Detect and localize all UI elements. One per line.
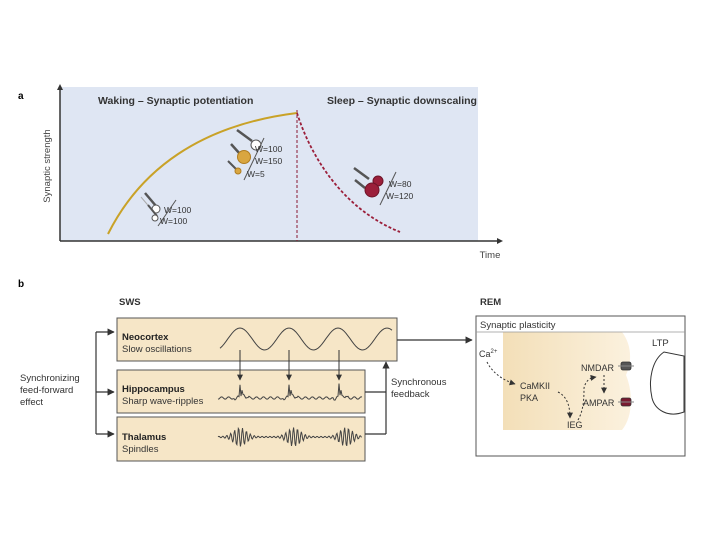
waking-curve (107, 112, 298, 235)
postsynaptic-region (503, 332, 631, 430)
weight-peak-2: W=150 (255, 156, 282, 166)
sync-ff-line1: Synchronizing (20, 373, 80, 384)
sync-ff-line3: effect (20, 397, 43, 408)
sync-fb-line2: feedback (391, 389, 430, 400)
spindle-trace (217, 426, 362, 447)
weight-peak-1: W=100 (255, 144, 282, 154)
ieg-to-nmdar-arrow (577, 374, 597, 421)
panel-a-label: a (18, 91, 24, 102)
thalamus-box: Thalamus Spindles (116, 416, 366, 462)
sharp-wave-ripple-trace (217, 383, 363, 401)
synapses-peak: W=100 W=150 W=5 (227, 128, 282, 181)
plot-background (60, 87, 478, 241)
ca-to-camkii-arrow (486, 361, 516, 386)
camkii-label: CaMKII (520, 381, 550, 391)
panel-b-label: b (18, 279, 24, 290)
slow-oscillation-wave (219, 327, 393, 351)
panel-a-plot: Waking – Synaptic potentiation Sleep – S… (42, 84, 503, 261)
presynaptic-terminal (650, 351, 685, 415)
synapses-early: W=100 W=100 (140, 192, 191, 227)
synapses-sleep: W=80 W=120 (353, 166, 413, 206)
waking-title: Waking – Synaptic potentiation (98, 95, 253, 107)
weight-early-1: W=100 (164, 205, 191, 215)
sleep-title: Sleep – Synaptic downscaling (327, 95, 477, 107)
synchronous-feedback-bracket (365, 361, 390, 435)
hippocampus-box: Hippocampus Sharp wave-ripples (116, 369, 366, 414)
thalamus-desc: Spindles (122, 444, 159, 455)
sleep-curve (296, 112, 401, 233)
rem-box: Synaptic plasticity LTP Ca2+ CaMKII PKA … (475, 315, 686, 457)
nmdar-receptor (618, 361, 634, 371)
weight-sleep-2: W=120 (386, 191, 413, 201)
hippocampus-desc: Sharp wave-ripples (122, 396, 204, 407)
neocortex-box: Neocortex Slow oscillations (116, 317, 398, 362)
weight-peak-3: W=5 (247, 169, 265, 179)
pka-label: PKA (520, 393, 538, 403)
y-axis-label: Synaptic strength (42, 129, 53, 202)
plasticity-title: Synaptic plasticity (480, 320, 556, 331)
rem-title: REM (480, 297, 501, 308)
nmdar-label: NMDAR (581, 363, 614, 373)
ampar-receptor (618, 397, 634, 407)
x-axis-label: Time (480, 250, 501, 261)
sws-title: SWS (119, 297, 141, 308)
sync-fb-line1: Synchronous (391, 377, 447, 388)
hippocampus-name: Hippocampus (122, 384, 185, 395)
neocortex-desc: Slow oscillations (122, 344, 192, 355)
ltp-label: LTP (652, 338, 669, 349)
neocortex-name: Neocortex (122, 332, 169, 343)
y-axis-arrow (57, 84, 63, 90)
camkii-to-ieg-arrow (557, 391, 573, 419)
ieg-label: IEG (567, 420, 583, 430)
weight-early-2: W=100 (160, 216, 187, 226)
ampar-label: AMPAR (583, 398, 615, 408)
ca-label: Ca2+ (479, 349, 498, 359)
weight-sleep-1: W=80 (389, 179, 412, 189)
thalamus-name: Thalamus (122, 432, 166, 443)
neocortex-to-hippocampus-arrows (237, 350, 342, 381)
feed-forward-bracket (95, 328, 115, 438)
sync-ff-line2: feed-forward (20, 385, 73, 396)
x-axis-arrow (497, 238, 503, 244)
